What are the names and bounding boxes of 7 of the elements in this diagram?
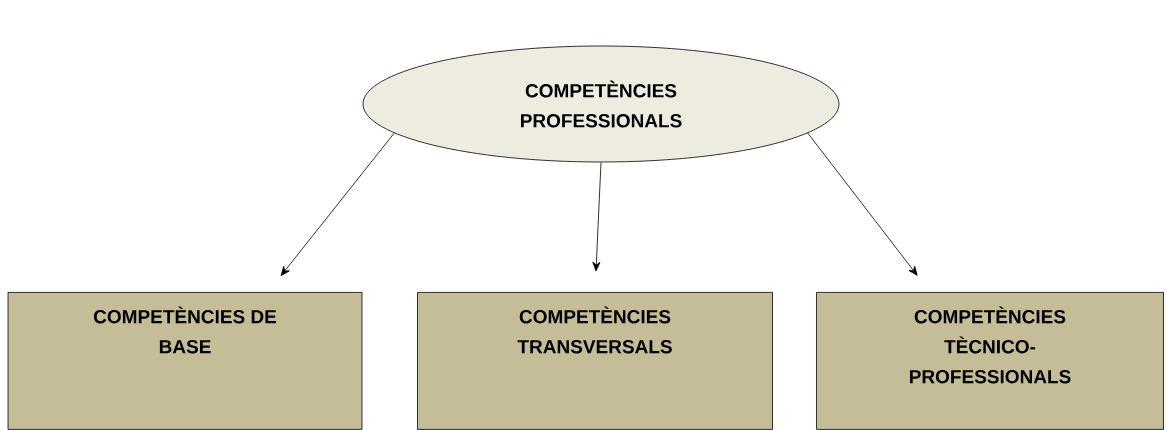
arrow <box>592 162 602 272</box>
competence-box: COMPETÈNCIES TÈCNICO-PROFESSIONALS <box>816 292 1164 430</box>
oval-node: COMPETÈNCIES PROFESSIONALS <box>362 45 840 163</box>
competence-box: COMPETÈNCIES DE BASE <box>7 292 363 430</box>
competence-box: COMPETÈNCIES TRANSVERSALS <box>417 292 773 430</box>
arrow <box>280 132 395 276</box>
arrow <box>807 132 918 276</box>
